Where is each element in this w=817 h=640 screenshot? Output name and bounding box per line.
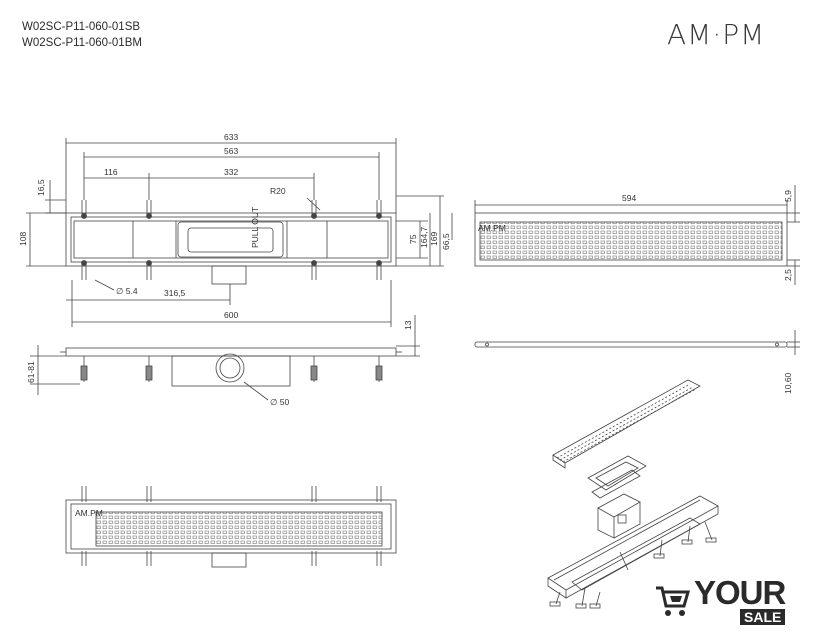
dim-width: 108 (18, 232, 28, 246)
watermark-sub: SALE (740, 609, 786, 625)
dim-edge: 16,5 (36, 179, 46, 196)
dim-grate-bottom: 2,5 (783, 269, 793, 281)
dim-thick: 13 (403, 320, 413, 330)
dim-offset: 116 (104, 167, 118, 177)
dim-h169: 169 (429, 232, 439, 246)
plan-view (26, 138, 453, 327)
dim-total: 600 (224, 310, 238, 320)
assembled-view (65, 486, 397, 568)
dim-radius: R20 (270, 186, 286, 196)
dim-h665: 66,5 (441, 233, 451, 250)
side-view (30, 315, 420, 401)
dim-half: 316,5 (164, 288, 186, 298)
watermark: YOUR SALE (652, 576, 802, 626)
dim-grate-length: 594 (622, 193, 636, 203)
dim-inner: 563 (224, 146, 238, 156)
dim-h75: 75 (408, 234, 418, 244)
dim-hole: ∅ 5.4 (116, 286, 138, 296)
model-code-2: W02SC-P11-060-01BM (22, 37, 142, 49)
pull-out-label: PULL OUT (250, 207, 260, 248)
dim-span: 332 (224, 167, 238, 177)
dim-grate-top: 5,9 (783, 190, 793, 202)
dim-h1647: 164,7 (419, 226, 429, 248)
isometric-exploded-view (547, 379, 719, 609)
dim-legs: 61-81 (26, 361, 36, 383)
grate-logo-mark: AM.PM (478, 223, 506, 233)
brand-logo: AM·PM (667, 18, 766, 51)
model-code-1: W02SC-P11-060-01SB (22, 21, 141, 33)
assembled-logo-mark: AM.PM (75, 508, 103, 518)
dim-outlet: ∅ 50 (270, 397, 289, 407)
grate-side-view (474, 330, 800, 355)
cart-hand-icon (656, 586, 690, 616)
dim-overall: 633 (224, 132, 238, 142)
grate-top-view (474, 185, 800, 285)
dim-depth: 10,60 (783, 372, 793, 394)
model-codes: W02SC-P11-060-01SB W02SC-P11-060-01BM (22, 19, 142, 51)
watermark-main: YOUR (694, 574, 786, 611)
